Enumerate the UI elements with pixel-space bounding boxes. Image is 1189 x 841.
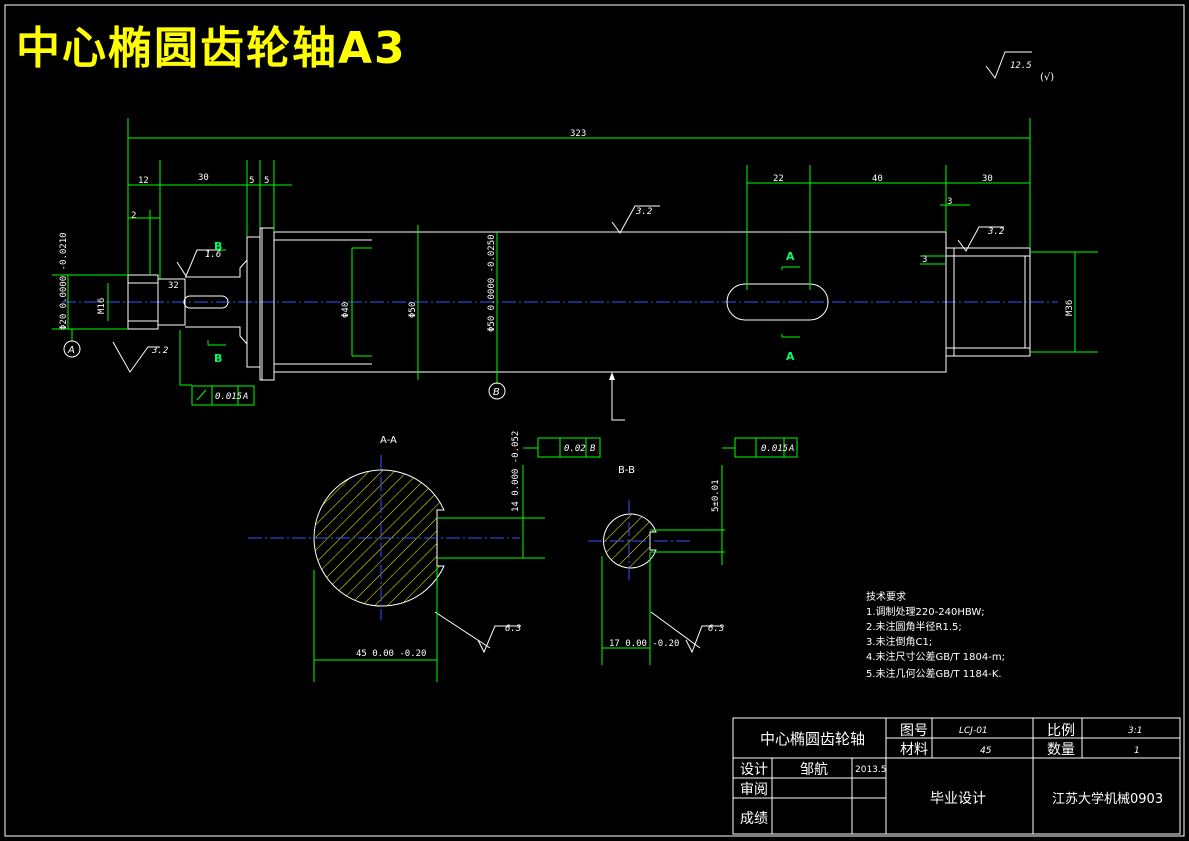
roughness-32-right: 3.2 <box>987 227 1004 237</box>
aa-width-dim: 45 0.00 -0.20 <box>356 649 426 659</box>
roughness-32-left: 3.2 <box>151 346 168 356</box>
tb-designer: 邹航 <box>800 762 828 778</box>
general-roughness-value: 12.5 <box>1010 61 1032 71</box>
section-mark-b-bottom: B <box>214 352 222 365</box>
dim-40: 40 <box>872 174 883 184</box>
tb-scale: 3:1 <box>1128 726 1142 736</box>
tb-grade-label: 成绩 <box>740 811 768 827</box>
bb-depth-dim: 17 0.00 -0.20 <box>609 639 679 649</box>
dim-32: 32 <box>168 281 179 291</box>
dim-3a: 3 <box>947 197 952 207</box>
dim-30b: 30 <box>982 174 993 184</box>
tech-req-item-1: 1.调制处理220-240HBW; <box>866 605 985 618</box>
tb-quantity: 1 <box>1134 746 1140 756</box>
tb-drawing-no: LCJ-01 <box>959 726 988 736</box>
keyway-main <box>726 283 829 321</box>
dim-5a: 5 <box>249 176 254 186</box>
roughness-63-bb: 6.3 <box>708 624 724 634</box>
section-aa-title: A-A <box>380 435 397 446</box>
tb-school: 江苏大学机械0903 <box>1052 791 1163 807</box>
section-aa-view <box>248 455 520 620</box>
drawing-border <box>4 4 1185 837</box>
tb-drawing-no-label: 图号 <box>900 723 928 739</box>
section-bb-title: B-B <box>618 465 635 476</box>
sym-bb-value: 0.015 <box>761 444 788 454</box>
general-roughness-mark: (√) <box>1040 72 1054 83</box>
drawing-title: 中心椭圆齿轮轴A3 <box>16 23 407 74</box>
dim-m16: M16 <box>97 298 107 314</box>
tb-project: 毕业设计 <box>930 791 986 807</box>
general-roughness-symbol <box>985 51 1032 80</box>
sym-bb-datum: A <box>788 444 794 454</box>
dim-5b: 5 <box>264 176 269 186</box>
title-block <box>732 717 1181 835</box>
tb-material: 45 <box>980 746 992 756</box>
runout-value: 0.015 <box>215 392 242 402</box>
roughness-16: 1.6 <box>205 250 221 260</box>
roughness-symbols <box>112 205 1004 654</box>
bb-width-dim: 5±0.01 <box>711 479 721 512</box>
tech-req-item-3: 3.未注倒角C1; <box>866 635 932 648</box>
dim-dia40: Φ40 <box>341 302 351 318</box>
tb-reviewer-label: 审阅 <box>740 782 768 798</box>
dim-dia50: Φ50 <box>408 302 418 318</box>
tb-material-label: 材料 <box>900 742 928 758</box>
dim-dia20-tol: Φ20 0.0000 -0.0210 <box>59 232 69 330</box>
sym-aa-value: 0.02 <box>564 444 586 454</box>
datum-b-label: B <box>493 387 500 398</box>
datum-b-symbol <box>488 382 506 400</box>
dim-22: 22 <box>773 174 784 184</box>
runout-symbol <box>196 389 207 401</box>
dim-30a: 30 <box>198 173 209 183</box>
aa-depth-dim: 14 0.000 -0.052 <box>511 431 521 512</box>
tech-req-item-5: 5.未注几何公差GB/T 1184-K. <box>866 667 1002 680</box>
section-aa-dims <box>313 437 601 682</box>
datum-a-label: A <box>67 345 75 356</box>
dim-2: 2 <box>131 211 136 221</box>
bottom-leader <box>611 374 625 421</box>
dim-overall: 323 <box>570 129 586 139</box>
dimension-lines <box>52 118 1098 406</box>
section-bb-view <box>588 500 690 582</box>
section-mark-a-top: A <box>786 250 795 263</box>
dim-dia50-tol: Φ50 0.0000 -0.0250 <box>487 234 497 332</box>
tech-req-item-4: 4.未注尺寸公差GB/T 1804-m; <box>866 650 1005 663</box>
keyway-small <box>183 295 229 309</box>
shaft-outline <box>127 227 1031 381</box>
bottom-leader-arrow <box>609 372 615 380</box>
roughness-63-aa: 6.3 <box>505 624 521 634</box>
datum-a-symbol <box>63 340 81 358</box>
section-mark-a-bottom: A <box>786 350 795 363</box>
tb-scale-label: 比例 <box>1047 723 1075 739</box>
runout-datum: A <box>242 392 248 402</box>
tb-part-name: 中心椭圆齿轮轴 <box>760 730 865 748</box>
dim-m36: M36 <box>1065 300 1075 316</box>
tb-designer-label: 设计 <box>740 762 768 778</box>
sym-aa-datum: B <box>590 444 596 454</box>
section-bb-dims <box>601 437 798 665</box>
roughness-32-top: 3.2 <box>635 207 652 217</box>
dim-12: 12 <box>138 176 149 186</box>
tb-quantity-label: 数量 <box>1047 742 1075 758</box>
section-mark-b-top: B <box>214 240 222 253</box>
tb-date: 2013.5 <box>855 765 887 775</box>
tech-req-heading: 技术要求 <box>866 590 906 603</box>
tech-req-item-2: 2.未注圆角半径R1.5; <box>866 620 962 633</box>
dim-3b: 3 <box>922 255 927 265</box>
